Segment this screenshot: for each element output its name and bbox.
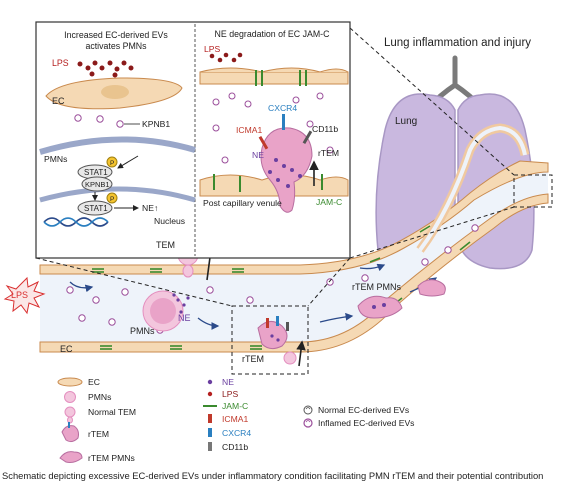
panel-right-jamc: JAM-C	[316, 197, 342, 207]
panel-right-icma1: ICMA1	[236, 125, 262, 135]
legend-col2-label-3: ICMA1	[222, 414, 248, 424]
legend-ne-icon	[207, 379, 213, 385]
legend-col1-label-1: PMNs	[88, 392, 111, 402]
legend-col1-label-3: rTEM	[88, 429, 109, 439]
panel-left-lps: LPS	[52, 58, 69, 68]
vessel-tem-label: TEM	[156, 240, 175, 250]
figure-caption: Schematic depicting excessive EC-derived…	[2, 470, 544, 481]
legend-col1-label-2: Normal TEM	[88, 407, 136, 417]
panel-left-pmns: PMNs	[44, 154, 67, 164]
main-title: Lung inflammation and injury	[384, 37, 531, 49]
legend-normal-tem-icon	[64, 406, 76, 424]
vessel-ec-label: EC	[60, 344, 73, 354]
panel-left-nucleus: Nucleus	[154, 216, 185, 226]
legend-col2-label-5: CD11b	[222, 442, 248, 452]
panel-left-kpnb: KPNB1	[85, 180, 110, 189]
legend-cd11b-icon	[208, 442, 212, 451]
legend-col1-label-0: EC	[88, 377, 100, 387]
legend-col2-label-0: NE	[222, 377, 234, 387]
panel-left-p-b: P	[110, 196, 114, 203]
legend-rtem-icon	[61, 422, 79, 443]
vessel-ne-label: NE	[178, 313, 191, 323]
panel-right	[199, 52, 349, 213]
zoom-lines	[35, 27, 515, 307]
legend-inflamed-ev-icon	[303, 418, 313, 428]
legend-lps-icon	[207, 391, 213, 397]
vessel-rtem-pmn	[357, 279, 446, 319]
panel-right-cxcr4: CXCR4	[268, 103, 297, 113]
lung-label: Lung	[395, 116, 417, 127]
legend-ec-icon	[57, 377, 83, 387]
vessel-pmn-cell	[142, 290, 190, 332]
panel-right-post: Post capillary venule	[203, 198, 282, 208]
legend-pmns-icon	[64, 391, 76, 403]
panel-left-ne-up: NE↑	[142, 203, 158, 213]
legend-icma1-icon	[208, 414, 212, 423]
lps-burst	[3, 276, 46, 315]
legend-col3-label-0: Normal EC-derived EVs	[318, 405, 409, 415]
panel-left-title-1: Increased EC-derived EVs	[64, 30, 168, 40]
vessel-arrows	[69, 263, 438, 330]
legend-rtem-pmns-icon	[59, 451, 83, 463]
legend-col3-label-1: Inflamed EC-derived EVs	[318, 418, 414, 428]
panel-right-ne: NE	[252, 150, 264, 160]
panel-left-stat1-b: STAT1	[84, 204, 108, 213]
vessel-lps-label: LPS	[11, 290, 28, 300]
vessel-evs	[66, 224, 479, 334]
vessel-rtem-pmns-label: rTEM PMNs	[352, 282, 401, 292]
legend-normal-ev-icon	[303, 405, 313, 415]
zoom-box	[231, 305, 309, 375]
vessel-pmns-label: PMNs	[130, 326, 155, 336]
legend-col2-label-2: JAM-C	[222, 401, 248, 411]
panel-right-cd11b: CD11b	[312, 124, 338, 134]
panel-left-kpnb1: KPNB1	[142, 119, 170, 129]
panel-left-title-2: activates PMNs	[85, 41, 147, 51]
legend-col1-label-4: rTEM PMNs	[88, 453, 135, 463]
panel-right-lps: LPS	[204, 44, 221, 54]
vessel-rtem-label: rTEM	[242, 354, 264, 364]
legend-col2-label-1: LPS	[222, 389, 239, 399]
legend-cxcr4-icon	[208, 428, 212, 437]
panel-left	[39, 60, 196, 227]
legend-col2-label-4: CXCR4	[222, 428, 251, 438]
legend	[57, 377, 313, 463]
panel-right-title: NE degradation of EC JAM-C	[215, 29, 331, 39]
panel-left-p-a: P	[110, 160, 114, 167]
panel-left-stat1-a: STAT1	[84, 168, 108, 177]
panel-right-rtem: rTEM	[318, 148, 339, 158]
panel-left-ec: EC	[52, 96, 65, 106]
